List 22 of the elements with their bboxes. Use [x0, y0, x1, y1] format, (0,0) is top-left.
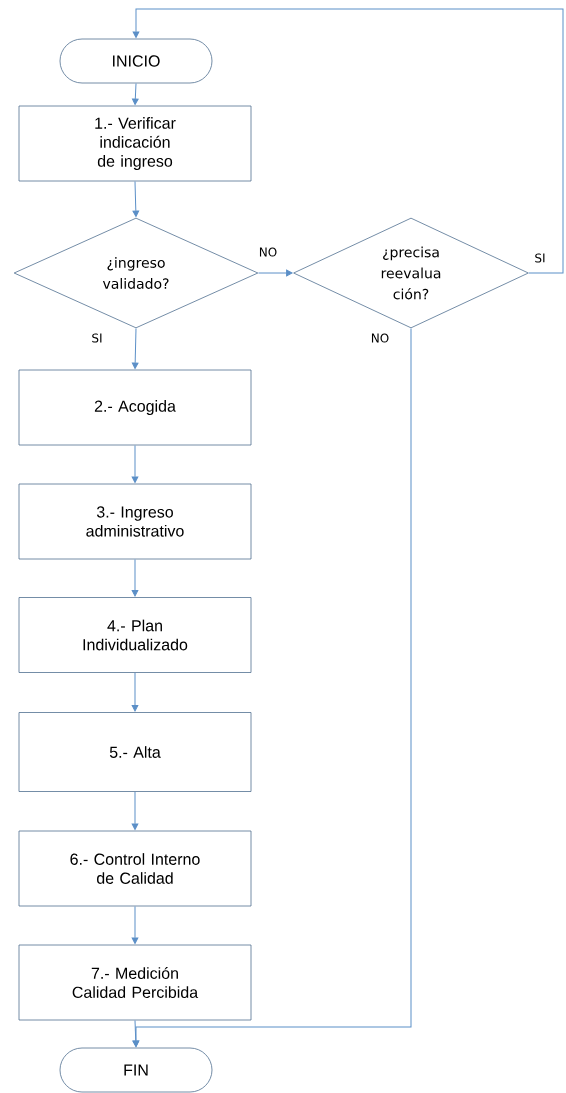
edge-label: NO	[369, 332, 391, 344]
arrow	[131, 672, 139, 712]
process-box: 4.- Plan Individualizado	[18, 597, 252, 673]
process-box: 2.- Acogida	[18, 369, 252, 446]
arrow	[132, 1019, 140, 1047]
process-box: 6.- Control Interno de Calidad	[18, 830, 252, 907]
edge-label: NO	[257, 246, 279, 258]
edge-label: SI	[533, 252, 547, 264]
arrow	[257, 269, 293, 277]
process-box: 3.- Ingreso administrativo	[18, 483, 252, 560]
arrow	[131, 558, 139, 597]
arrow	[131, 791, 139, 830]
process-box: 5.- Alta	[18, 712, 252, 792]
arrow	[132, 180, 140, 217]
process-box: 7.- Medición Calidad Percibida	[18, 944, 252, 1021]
arrow	[132, 8, 564, 274]
arrow	[132, 82, 139, 105]
arrow	[131, 327, 139, 369]
edge-label: SI	[90, 332, 104, 344]
arrow	[131, 444, 139, 483]
process-box: 1.- Verificar indicación de ingreso	[18, 105, 252, 182]
arrow	[131, 905, 139, 944]
